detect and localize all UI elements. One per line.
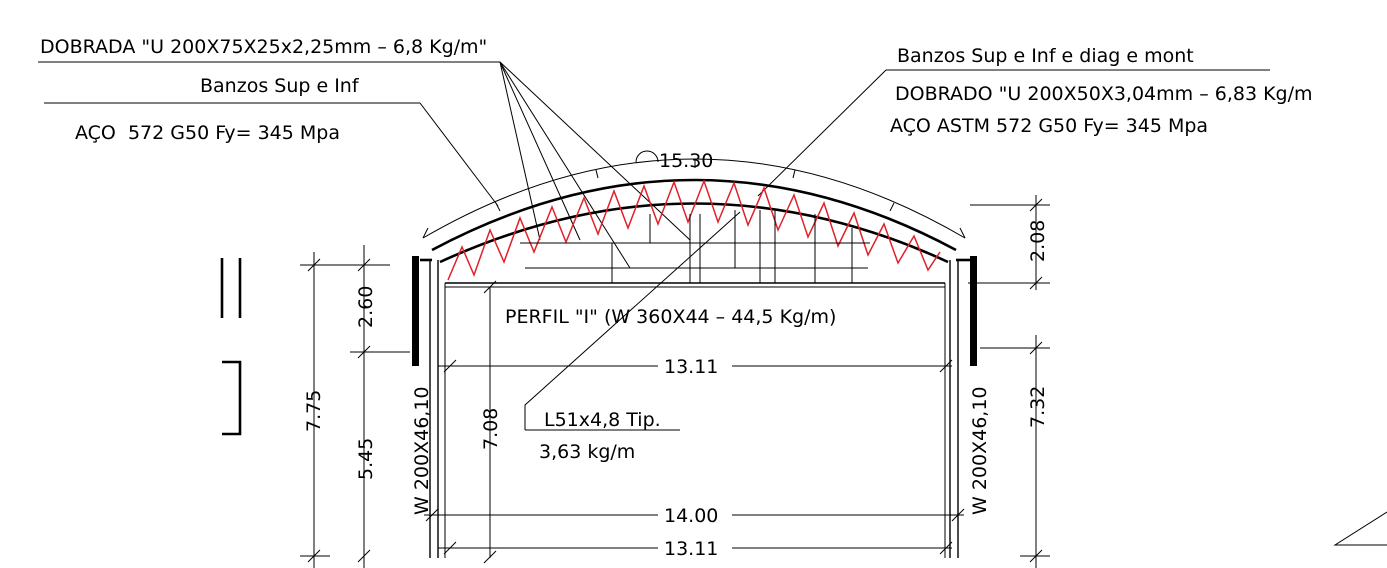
dim-rise: 2.08 [1027, 220, 1049, 262]
note-angle-weight: 3,63 kg/m [539, 441, 635, 463]
dim-span-outer: 14.00 [664, 505, 718, 527]
left-column [412, 256, 446, 558]
note-banzos-right: Banzos Sup e Inf e diag e mont [897, 45, 1194, 67]
dim-left-total: 7.75 [303, 390, 325, 432]
dimension-lines [300, 150, 1050, 568]
note-aco-left: AÇO 572 G50 Fy= 345 Mpa [75, 122, 340, 144]
dim-right-height: 7.32 [1027, 386, 1049, 428]
note-angle-label: L51x4,8 Tip. [544, 409, 661, 431]
column-label-right: W 200X46,10 [969, 386, 991, 515]
dim-span-inner-top: 13.11 [664, 356, 718, 378]
note-perfil-i: PERFIL "I" (W 360X44 – 44,5 Kg/m) [505, 306, 836, 328]
arched-truss [422, 158, 966, 288]
annotation-texts: DOBRADA "U 200X75X25x2,25mm – 6,8 Kg/m" … [40, 36, 1313, 463]
note-aco-right: AÇO ASTM 572 G50 Fy= 345 Mpa [890, 115, 1208, 137]
note-banzos-left: Banzos Sup e Inf [200, 75, 360, 97]
dim-span-inner-bottom: 13.11 [664, 538, 718, 560]
annotation-leaders [38, 61, 1270, 431]
adjacent-detail-edge [1333, 511, 1387, 546]
dimension-texts: 15.30 13.11 14.00 13.11 7.75 2.60 5.45 7… [303, 150, 1049, 560]
section-symbols [220, 258, 242, 436]
note-dobrada: DOBRADA "U 200X75X25x2,25mm – 6,8 Kg/m" [40, 36, 487, 58]
right-column [944, 256, 977, 558]
truss-diagonals [447, 178, 941, 281]
column-label-left: W 200X46,10 [411, 386, 433, 515]
note-dobrado-right: DOBRADO "U 200X50X3,04mm – 6,83 Kg/m [895, 83, 1313, 105]
dim-arc-length: 15.30 [659, 150, 713, 172]
dim-left-bottom: 5.45 [355, 438, 377, 480]
dim-left-top: 2.60 [355, 286, 377, 328]
dim-inner-height: 7.08 [480, 408, 502, 450]
